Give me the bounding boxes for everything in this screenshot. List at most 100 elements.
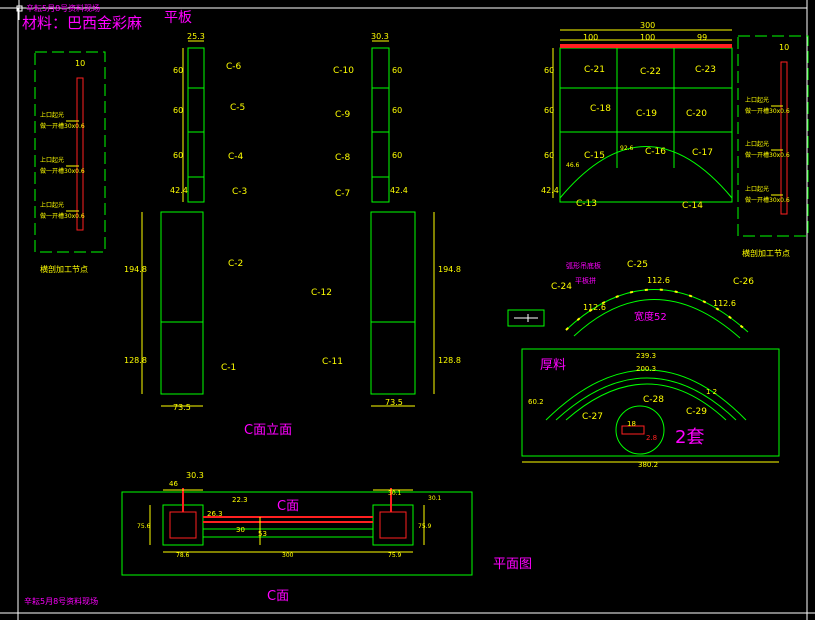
label-c8: C-8 [335,153,351,163]
plan-title: 平面图 [493,557,532,572]
plan-dim-bottom-2: 300 [282,552,294,559]
label-c11: C-11 [322,357,343,367]
elevation-title: C面立面 [244,423,292,438]
thick-dim-side: 1 2 [706,388,717,396]
arch-small-b: 92.6 [620,145,634,152]
right-bottom-width: 73.5 [385,398,403,407]
left-side-detail: 10 上口起光 做一开槽30x0.6 上口起光 做一开槽30x0.6 上口起光 … [34,51,106,274]
label-c19: C-19 [636,109,657,119]
left-note-5: 上口起光 [40,201,64,209]
label-c15: C-15 [584,151,605,161]
left-elevation: 25.3 60 60 60 42.4 C-6 C-5 C-4 C-3 194.8… [124,32,247,412]
thick-material-box: 厚料 239.3 60.2 200.3 1 2 C-27 C-28 C-29 1… [521,348,780,469]
left-detail-width: 10 [75,59,85,68]
plan-view: 46 30.3 22.3 26.3 30.1 30 53 75.6 75.9 3… [121,471,532,576]
plan-dim-mid-5: 30.1 [428,495,442,502]
label-c17: C-17 [692,148,713,158]
left-note-6: 做一开槽30x0.6 [40,212,85,220]
right-tall-row-1: 194.8 [438,265,461,274]
plan-dim-bottom-1: 78.6 [176,552,190,559]
thick-dim-height: 60.2 [528,398,544,406]
plan-dim-bottom-3: 75.9 [388,552,402,559]
arch-row-3: 60 [544,151,554,160]
arch-strip: 弧形吊底板 平板拼 C-25 C-24 C-26 112.6 112.6 112… [551,260,754,339]
right-note-1: 上口起光 [745,96,769,104]
left-note-3: 上口起光 [40,156,64,164]
right-note-2: 做一开槽30x0.6 [745,107,790,115]
plan-c-label: C面 [277,499,299,514]
label-c14: C-14 [682,201,703,211]
label-c28: C-28 [643,395,664,405]
arch-row-2: 60 [544,106,554,115]
right-note-5: 上口起光 [745,185,769,193]
material-title: 材料：巴西金彩麻 [22,14,142,32]
label-c23: C-23 [695,65,716,75]
header-tag: 辛耘5月8号资料现场 [26,3,100,13]
right-note-6: 做一开槽30x0.6 [745,196,790,204]
label-c12-center: C-12 [311,288,332,298]
left-note-1: 上口起光 [40,111,64,119]
right-top-width: 30.3 [371,32,389,41]
circle-dim-1: 18 [627,420,636,428]
thick-bottom-width: 380.2 [638,461,658,469]
arch-col-1: 100 [583,33,598,42]
label-c1: C-1 [221,363,236,373]
label-c16: C-16 [645,147,666,157]
label-c13: C-13 [576,199,597,209]
left-detail-caption: 横剖加工节点 [40,264,88,274]
label-c24: C-24 [551,282,572,292]
plan-dim-mid-1: 30 [236,526,245,534]
right-row-2: 60 [392,106,402,115]
label-c29: C-29 [686,407,707,417]
plan-dim-top-1: 46 [169,480,178,488]
label-c6: C-6 [226,62,242,72]
label-c7: C-7 [335,189,350,199]
left-tall-row-1: 194.8 [124,265,147,274]
plate-title: 平板 [164,10,192,26]
arch-row-1: 60 [544,66,554,75]
label-c9: C-9 [335,110,351,120]
plan-dim-top-3: 22.3 [232,496,248,504]
right-tall-row-2: 128.8 [438,356,461,365]
right-row-1: 60 [392,66,402,75]
left-top-width: 25.3 [187,32,205,41]
sets-count: 2套 [675,427,704,448]
right-row-3: 60 [392,151,402,160]
footer-tag: 辛耘5月8号资料现场 [24,596,98,606]
label-c25: C-25 [627,260,648,270]
right-row-4: 42.4 [390,186,408,195]
label-c10: C-10 [333,66,354,76]
arch-row-4: 42.4 [541,186,559,195]
left-tall-row-2: 128.8 [124,356,147,365]
plan-dim-top-2: 30.3 [186,471,204,480]
circle-dim-2: 2.8 [646,434,657,442]
thick-title: 厚料 [540,358,566,373]
right-detail-caption: 横剖加工节点 [742,248,790,258]
plan-dim-top-5: 30.1 [388,490,402,497]
right-elevation: 30.3 60 60 60 42.4 C-10 C-9 C-8 C-7 194.… [322,32,461,407]
label-c27: C-27 [582,412,603,422]
left-note-2: 做一开槽30x0.6 [40,122,85,130]
right-side-detail: 10 上口起光 做一开槽30x0.6 上口起光 做一开槽30x0.6 上口起光 … [737,35,809,258]
thick-dim-inner: 200.3 [636,365,656,373]
plan-dim-top-4: 26.3 [207,510,223,518]
key-symbol [507,309,545,327]
label-c4: C-4 [228,152,244,162]
arch-col-3: 99 [697,33,707,42]
right-note-3: 上口起光 [745,140,769,148]
label-c3: C-3 [232,187,247,197]
arch-strip-dim-1: 112.6 [583,303,606,312]
right-detail-width: 10 [779,43,789,52]
thick-dim-top: 239.3 [636,352,656,360]
arch-strip-dim-3: 112.6 [713,299,736,308]
arch-strip-note-1: 弧形吊底板 [566,261,601,270]
plan-dim-mid-4: 75.9 [418,523,432,530]
label-c20: C-20 [686,109,707,119]
arch-strip-note-2: 平板拼 [575,276,596,285]
left-bottom-width: 73.5 [173,403,191,412]
arch-total-width: 300 [640,21,655,30]
label-c2: C-2 [228,259,243,269]
arch-strip-width-note: 宽度52 [634,310,667,323]
left-row-2: 60 [173,106,183,115]
